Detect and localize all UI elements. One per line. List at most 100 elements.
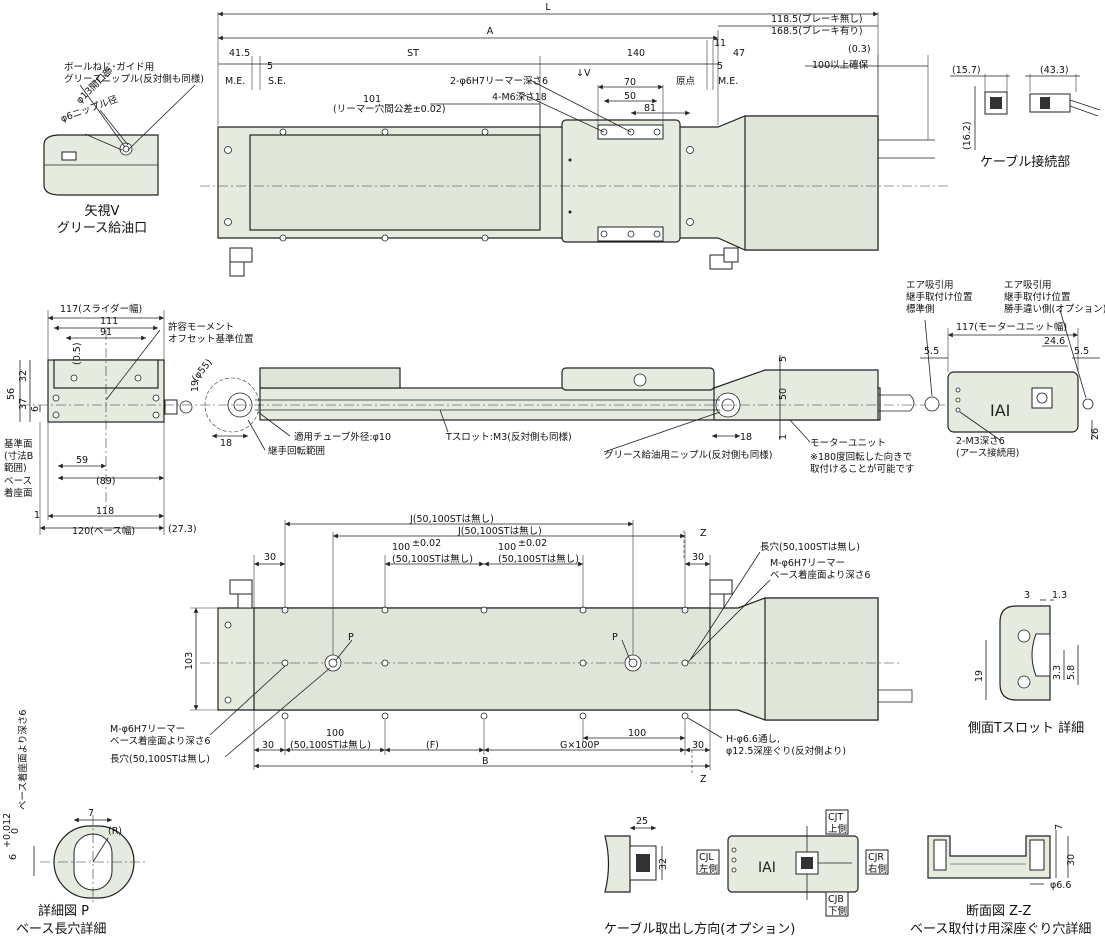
side-d05: (0.5) [72,342,83,365]
side-motor: モーターユニット [810,438,886,449]
tslot-d3: 3 [1024,590,1030,601]
air1-2: 継手取付け位置 [906,291,973,303]
air-fittings-top [229,247,739,277]
bottom-holes [224,606,689,720]
side-d37: 37 [18,398,29,410]
side-carriage-left [259,367,401,389]
rail-cover [249,134,541,231]
section-phi66: φ6.6 [1050,880,1071,891]
detail-p: 7 (R) 6 +0.012 0 ベース着座面より深さ6 詳細図 P ベース長穴… [2,710,145,937]
side-d50: 50 [778,388,789,400]
slider-top [561,119,681,243]
bottom-st50c: (50,100STは無し) [290,739,371,751]
cable-dir-d32: 32 [658,858,669,870]
detail-p-tol-2: +0.012 [2,813,13,848]
side-d5: 5 [778,356,789,362]
bottom-j2: J(50,100STは無し) [457,525,542,537]
bottom-h1: H-φ6.6通し, [726,734,780,745]
cable-d157: (15.7) [952,65,981,76]
bottom-d100a: 100 [392,542,410,553]
dim-140: 140 [627,48,645,59]
cable-direction: IAI 25 32 CJT 上側 CJL 左側 CJR 右側 CJB 下側 ケー… [604,809,889,937]
label-reamer-top: 2-φ6H7リーマー深さ6 [450,76,548,87]
cable-cjl-1: CJL [699,852,714,863]
dim-clearance: 100以上確保 [812,59,869,71]
tslot-detail: 3 1.3 19 3.3 5.8 側面Tスロット 詳細 [968,590,1084,736]
air2-2: 継手取付け位置 [1004,291,1071,303]
cable-title: ケーブル接続部 [980,154,1070,170]
side-d32: 32 [18,370,29,382]
side-d18-left: 18 [220,438,232,449]
dim-5-left: 5 [267,61,273,72]
cable-d162: (16.2) [962,121,973,150]
side-joint: 継手回転範囲 [268,445,325,457]
cable-cjl-2: 左側 [699,863,718,875]
section-body [927,835,1051,879]
bottom-reamer-l1: M-φ6H7リーマー [110,724,185,735]
side-d117: 117(スライダー幅) [60,303,142,315]
air2-3: 勝手違い側(オプション) [1004,303,1105,315]
side-d273: (27.3) [168,524,197,535]
side-d120: 120(ベース幅) [72,525,135,537]
view-v: ボールねじ･ガイド用 グリースニップル(反対側も同様) φ13開口部 φ6ニップ… [43,62,204,236]
cable-connector-view: (15.7) (43.3) (16.2) ケーブル接続部 [950,65,1101,170]
cable-cjt-2: 上側 [828,823,847,835]
detail-p-title-2: ベース長穴詳細 [16,921,106,937]
motor-earth: (アース接続用) [956,447,1019,459]
detail-p-depth: ベース着座面より深さ6 [17,710,29,810]
bottom-d30c: 30 [262,740,274,751]
dim-l: L [545,2,551,13]
side-moment-1: 許容モーメント [168,321,234,333]
motor-d117: 117(モーターユニット幅) [956,321,1067,333]
bottom-z-bot: Z [700,774,707,785]
detail-p-title-1: 詳細図 P [38,903,89,919]
side-view: 117(スライダー幅) 111 91 (0.5) 許容モーメント オフセット基準… [4,303,945,537]
dim-81: 81 [644,103,656,114]
top-view: L A 118.5(ブレーキ無し) 168.5(ブレーキ有り) 41.5 5 S… [200,2,950,277]
top-dim-text: L A 118.5(ブレーキ無し) 168.5(ブレーキ有り) 41.5 5 S… [225,2,871,115]
section-zz: 7 30 φ6.6 断面図 Z-Z ベース取付け用深座ぐり穴詳細 [910,824,1091,937]
side-moment-2: オフセット基準位置 [168,333,254,345]
dim-brake-on: 168.5(ブレーキ有り) [771,25,863,37]
cable-dir-title: ケーブル取出し方向(オプション) [604,921,795,937]
side-ref-3: 範囲) [4,462,27,474]
section-d30: 30 [1066,854,1077,866]
side-d18-right: 18 [740,432,752,443]
motor-end-body [947,371,1079,433]
side-d19: 19 [190,380,201,392]
view-v-title-1: 矢視V [85,204,120,219]
air-fitting-std-icon [924,396,940,412]
side-rotate-1: ※180度回転した向きで [810,451,912,463]
bottom-reamer-r2: ベース着座面より深さ6 [770,569,870,581]
bottom-st50a: (50,100STは無し) [392,553,473,565]
air-fitting-opt-icon [1082,398,1094,410]
bottom-tol-a: ±0.02 [412,538,441,549]
cable-cjb-1: CJB [828,894,844,905]
bottom-p-left: P [348,632,354,643]
dim-brake-off: 118.5(ブレーキ無し) [771,13,863,25]
bottom-d30d: 30 [692,740,704,751]
detail-p-d7: 7 [88,808,94,819]
view-v-nipple-label-2: グリースニップル(反対側も同様) [64,73,204,85]
motor-m3: 2-M3深さ6 [956,436,1005,447]
side-grease: グリース給油用ニップル(反対側も同様) [604,449,772,461]
side-d1b: 1 [34,510,40,521]
label-m6: 4-M6深さ18 [492,92,547,103]
bottom-reamer-r1: M-φ6H7リーマー [770,558,845,569]
bottom-h2: φ12.5深座ぐり(反対側より) [726,745,846,757]
label-origin: 原点 [676,76,696,87]
label-arrow-v: ↓V [576,68,591,79]
dim-101: 101 [363,94,381,105]
side-ref-2: (寸法B [4,450,33,462]
side-d59: 59 [76,455,88,466]
bottom-slot-l: 長穴(50,100STは無し) [110,753,210,765]
side-d118: 118 [96,506,114,517]
dim-5-right: 5 [717,61,723,72]
section-title-2: ベース取付け用深座ぐり穴詳細 [910,921,1091,937]
side-d111: 111 [100,316,118,327]
mount-holes-top [224,128,694,242]
motor-d55r: 5.5 [1074,346,1089,357]
cable-cjb-2: 下側 [828,905,847,917]
cable-cjt-1: CJT [828,812,843,823]
